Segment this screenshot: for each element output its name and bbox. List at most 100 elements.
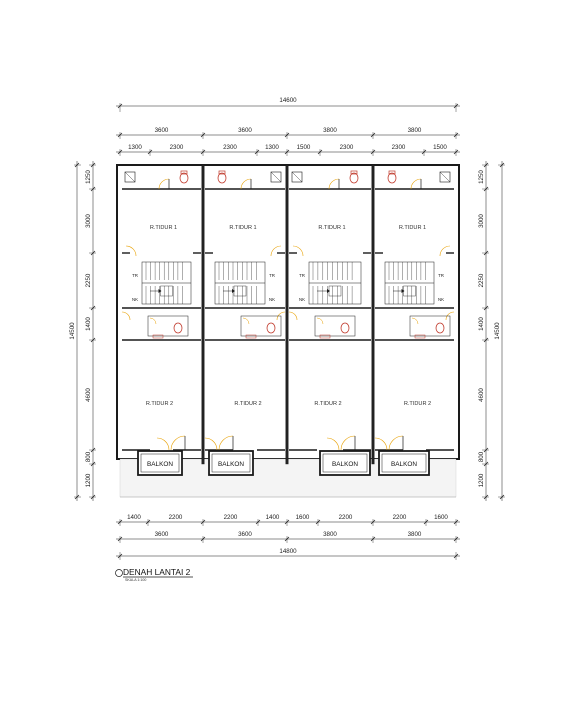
sink-icon — [414, 334, 426, 339]
balcony-railing — [319, 450, 371, 476]
shower-tray-icon — [124, 171, 136, 183]
dim-top-unit-label: 3600 — [155, 127, 169, 134]
dim-right-part-label: 3000 — [478, 214, 485, 228]
dimension-tick — [90, 250, 96, 256]
dim-left-part-label: 2250 — [85, 273, 92, 287]
dimension-tick — [317, 149, 323, 155]
dimension-tick — [370, 536, 376, 542]
shower-drain-mark — [439, 171, 451, 183]
door-swing-icon — [240, 178, 252, 190]
dim-left-part-label: 1250 — [85, 170, 92, 184]
bedroom-2-label: R.TIDUR 2 — [146, 401, 173, 407]
dimension-tick — [117, 536, 123, 542]
arrow-icon — [158, 289, 162, 293]
dim-left-part-label: 3000 — [85, 214, 92, 228]
dim-bottom-part-label: 1400 — [266, 514, 280, 521]
door-swing-icon — [340, 435, 356, 451]
arrow-icon — [232, 289, 235, 293]
dim-bottom-unit-label: 3600 — [238, 531, 252, 538]
dim-bottom-part-label: 2200 — [169, 514, 183, 521]
balcony-inner — [211, 453, 251, 473]
dimension-tick — [483, 447, 489, 453]
dim-bottom-unit-label: 3800 — [323, 531, 337, 538]
toilet-icon — [179, 172, 189, 184]
drawing-title: DENAH LANTAI 2 — [123, 567, 191, 577]
title-marker-icon — [115, 569, 123, 577]
toilet-tank-icon — [180, 170, 188, 175]
dimension-tick — [200, 149, 206, 155]
sink-icon — [152, 334, 164, 339]
party-wall — [201, 164, 205, 465]
dimension-tick — [90, 447, 96, 453]
toilet-icon — [387, 172, 397, 184]
dimension-tick — [90, 305, 96, 311]
dim-right-part-label: 800 — [478, 451, 485, 462]
stair-well — [160, 285, 173, 297]
bathroom-2 — [409, 315, 451, 337]
dimension-tick — [90, 494, 96, 500]
door-swing-icon — [121, 311, 131, 321]
dimension-tick — [90, 162, 96, 168]
dim-bottom-part-label: 2200 — [224, 514, 238, 521]
balcony-inner — [322, 453, 368, 473]
stair-nk-label: NK — [132, 297, 138, 302]
dimension-tick — [117, 149, 123, 155]
dimension-tick — [483, 250, 489, 256]
bathroom-2 — [240, 315, 282, 337]
dim-right-part-label: 1400 — [478, 317, 485, 331]
dim-bottom-part-label: 1400 — [127, 514, 141, 521]
door-swing-icon — [445, 311, 455, 321]
sink-icon — [319, 334, 331, 339]
balcony-label: BALKON — [391, 461, 417, 468]
dim-top-part-label: 1500 — [297, 144, 311, 151]
dimension-tick — [74, 162, 80, 168]
dimension-tick — [483, 337, 489, 343]
dim-top-part-label: 2300 — [340, 144, 354, 151]
dimension-tick — [453, 536, 459, 542]
door-swing-icon — [204, 437, 218, 451]
dimension-tick — [117, 132, 123, 138]
dim-bottom-part-label: 1600 — [434, 514, 448, 521]
wall-and-dimension-lines — [74, 103, 505, 578]
bedroom-1-label: R.TIDUR 1 — [318, 225, 345, 231]
dimension-tick — [483, 461, 489, 467]
door-swing-icon — [156, 437, 170, 451]
toilet-tank-icon — [218, 170, 226, 175]
door-swing-icon — [388, 435, 404, 451]
dim-right-part-label: 4600 — [478, 388, 485, 402]
balcony-label: BALKON — [218, 461, 244, 468]
dim-left-part-label: 1400 — [85, 317, 92, 331]
toilet-icon — [340, 322, 350, 334]
door-swing-icon — [218, 435, 234, 451]
dimension-tick — [499, 494, 505, 500]
dimension-tick — [370, 149, 376, 155]
arrow-icon — [327, 289, 330, 293]
dim-top-part-label: 2300 — [392, 144, 406, 151]
party-wall — [371, 164, 375, 465]
dimension-tick — [284, 132, 290, 138]
stair-well — [233, 285, 247, 297]
dim-top-part-label: 2300 — [223, 144, 237, 151]
door-swing-icon — [158, 178, 170, 190]
dim-right-total: 14500 — [494, 322, 501, 340]
party-wall — [285, 164, 289, 465]
dim-right-part-label: 2250 — [478, 273, 485, 287]
shower-drain-mark — [291, 171, 303, 183]
balcony-railing — [378, 450, 430, 476]
dimension-tick — [255, 519, 261, 525]
dimension-tick — [90, 186, 96, 192]
balcony-inner — [381, 453, 427, 473]
stair-nk-label: NK — [299, 297, 305, 302]
stair-tr-label: TR — [132, 273, 138, 278]
door-swing-icon — [242, 317, 250, 325]
bathroom-2 — [147, 315, 189, 337]
bedroom-1-label: R.TIDUR 1 — [150, 225, 177, 231]
shower-drain-mark — [124, 171, 136, 183]
dimension-tick — [423, 519, 429, 525]
door-swing-icon — [411, 317, 419, 325]
dimension-tick — [453, 103, 459, 109]
dimension-tick — [74, 494, 80, 500]
dim-left-part-label: 1200 — [85, 473, 92, 487]
dim-top-part-label: 1300 — [265, 144, 279, 151]
